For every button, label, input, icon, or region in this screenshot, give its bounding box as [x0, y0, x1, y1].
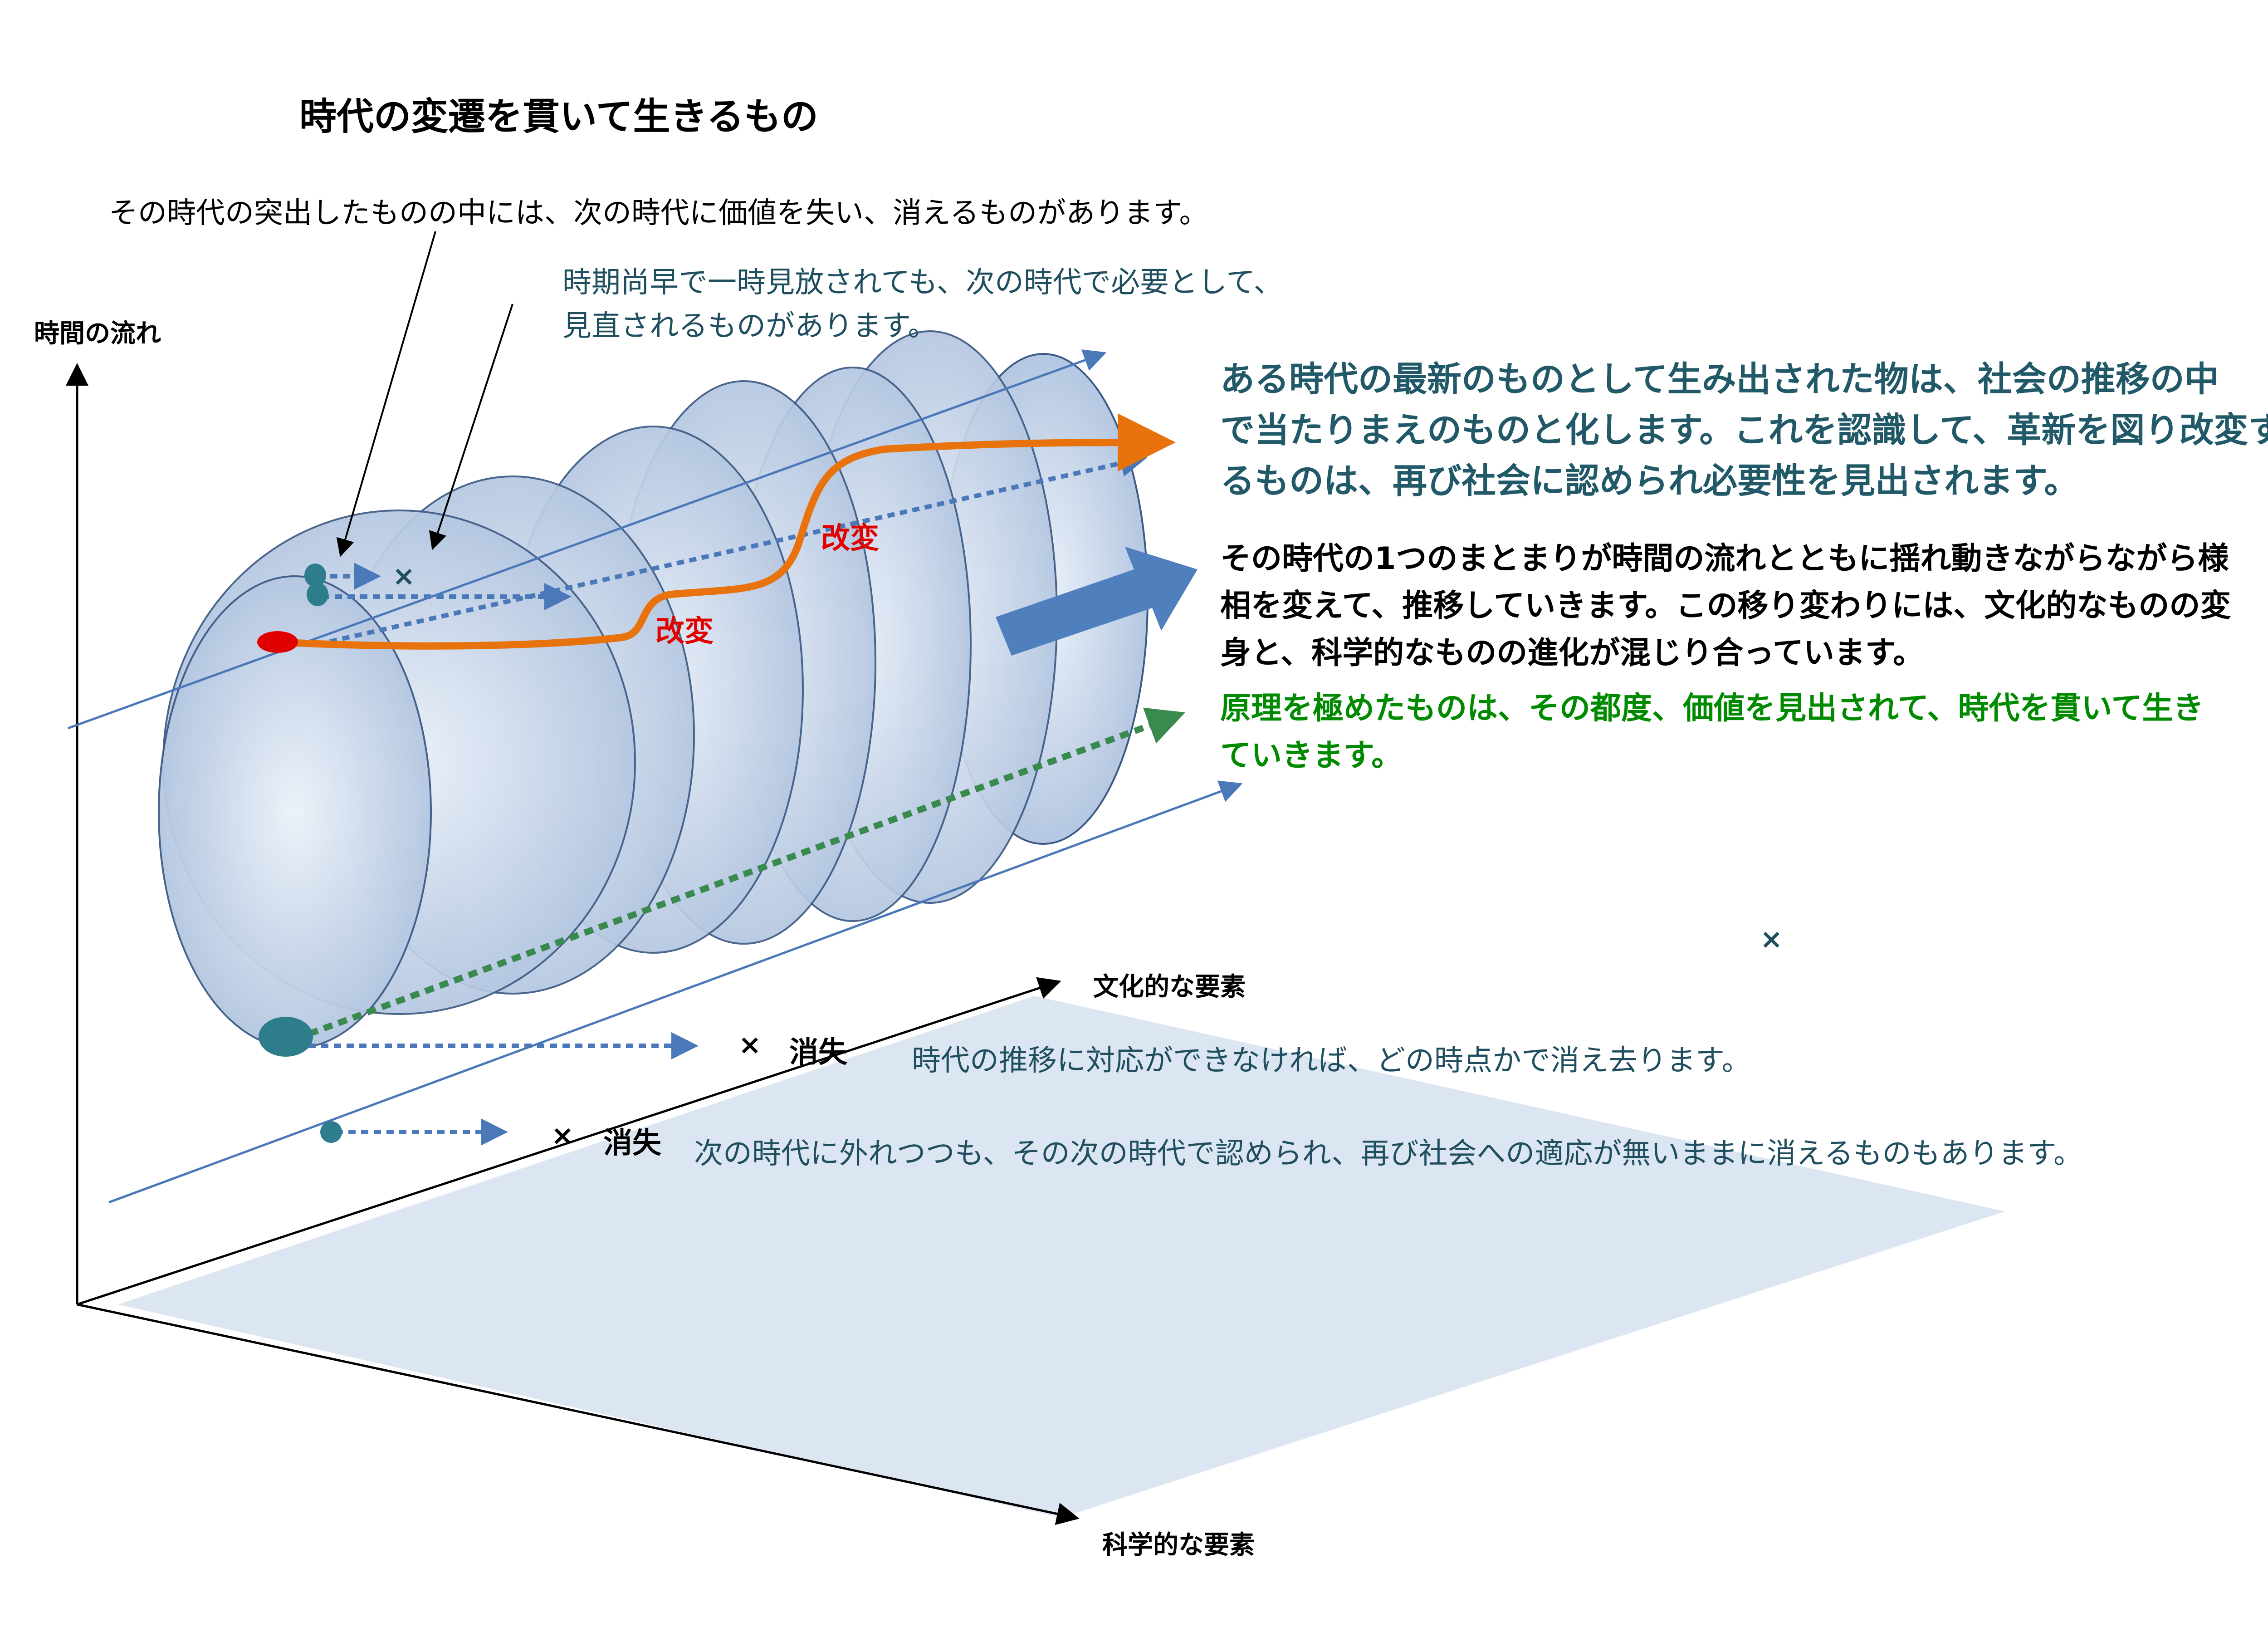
note-cluster-line-2: 相を変えて、推移していきます。この移り変わりには、文化的なものの変: [1220, 588, 2231, 624]
cylinder-top-edge: [68, 349, 1107, 730]
note-deviate: 次の時代に外れつつも、その次の時代で認められ、再び社会への適応が無いままに消える…: [694, 1137, 2083, 1171]
page-title: 時代の変遷を貫いて生きるもの: [299, 95, 818, 138]
axis-label-time: 時間の流れ: [34, 319, 161, 348]
era-discs: [158, 330, 1149, 1049]
axis-label-culture: 文化的な要素: [1093, 972, 1246, 1002]
x-mark-vanish-2: ×: [551, 1120, 574, 1152]
x-mark-vanish-1: ×: [738, 1029, 762, 1061]
note-principle-line-2: ていきます。: [1220, 738, 1403, 774]
teal-dot-large: [259, 1017, 313, 1057]
note-principle: 原理を極めたものは、その都度、価値を見出されて、時代を貫いて生き ていきます。: [1220, 685, 2204, 779]
x-mark-top: ×: [392, 560, 415, 592]
dotted-arrow-diagonal: [317, 450, 1148, 647]
cylinder-bottom-edge: [108, 780, 1243, 1204]
label-vanish-2: 消失: [603, 1127, 661, 1160]
innovation-path: [276, 413, 1176, 650]
note-cluster-line-3: 身と、科学的なものの進化が混じり合っています。: [1220, 635, 1924, 671]
dotted-arrow-green: [293, 707, 1186, 1042]
note-cluster: その時代の1つのまとまりが時間の流れとともに揺れ動きながらながら様 相を変えて、…: [1220, 535, 2231, 677]
note-newest-line-2: で当たりまえのものと化します。これを認識して、革新を図り改変す: [1220, 410, 2268, 450]
axis-culture: [77, 977, 1061, 1306]
label-kaihen-lower: 改変: [655, 615, 714, 648]
note-principle-line-1: 原理を極めたものは、その都度、価値を見出されて、時代を貫いて生き: [1220, 691, 2204, 726]
note-premature: 時期尚早で一時見放されても、次の時代で必要として、 見直されるものがあります。: [562, 261, 1283, 348]
note-newest: ある時代の最新のものとして生み出された物は、社会の推移の中 で当たりまえのものと…: [1220, 354, 2268, 506]
dotted-arrows: [293, 450, 1186, 1146]
red-dot: [257, 631, 298, 653]
floor-plane: [118, 996, 2005, 1518]
note-premature-line-1: 時期尚早で一時見放されても、次の時代で必要として、: [562, 266, 1283, 299]
note-newest-line-3: るものは、再び社会に認められ必要性を見出されます。: [1220, 461, 2079, 501]
axis-label-science: 科学的な要素: [1102, 1530, 1255, 1560]
note-cluster-line-1: その時代の1つのまとまりが時間の流れとともに揺れ動きながらながら様: [1220, 541, 2229, 577]
axis-science: [77, 1303, 1080, 1525]
pointer-line-2: [429, 304, 513, 550]
teal-dot-2: [307, 583, 328, 606]
axes: [66, 363, 1080, 1525]
teal-dot-1: [304, 564, 326, 587]
note-premature-line-2: 見直されるものがあります。: [562, 309, 937, 343]
label-kaihen-upper: 改変: [821, 522, 879, 555]
note-fail: 時代の推移に対応ができなければ、どの時点かで消え去ります。: [912, 1044, 1751, 1078]
x-mark-right: ×: [1760, 923, 1783, 955]
note-vanish-next-era: その時代の突出したものの中には、次の時代に価値を失い、消えるものがあります。: [109, 196, 1208, 230]
note-newest-line-1: ある時代の最新のものとして生み出された物は、社会の推移の中: [1220, 359, 2219, 399]
label-vanish-1: 消失: [789, 1036, 847, 1069]
teal-dot-bottom: [320, 1121, 342, 1143]
pointer-line-1: [336, 231, 436, 557]
transition-block-arrow: [996, 547, 1198, 656]
